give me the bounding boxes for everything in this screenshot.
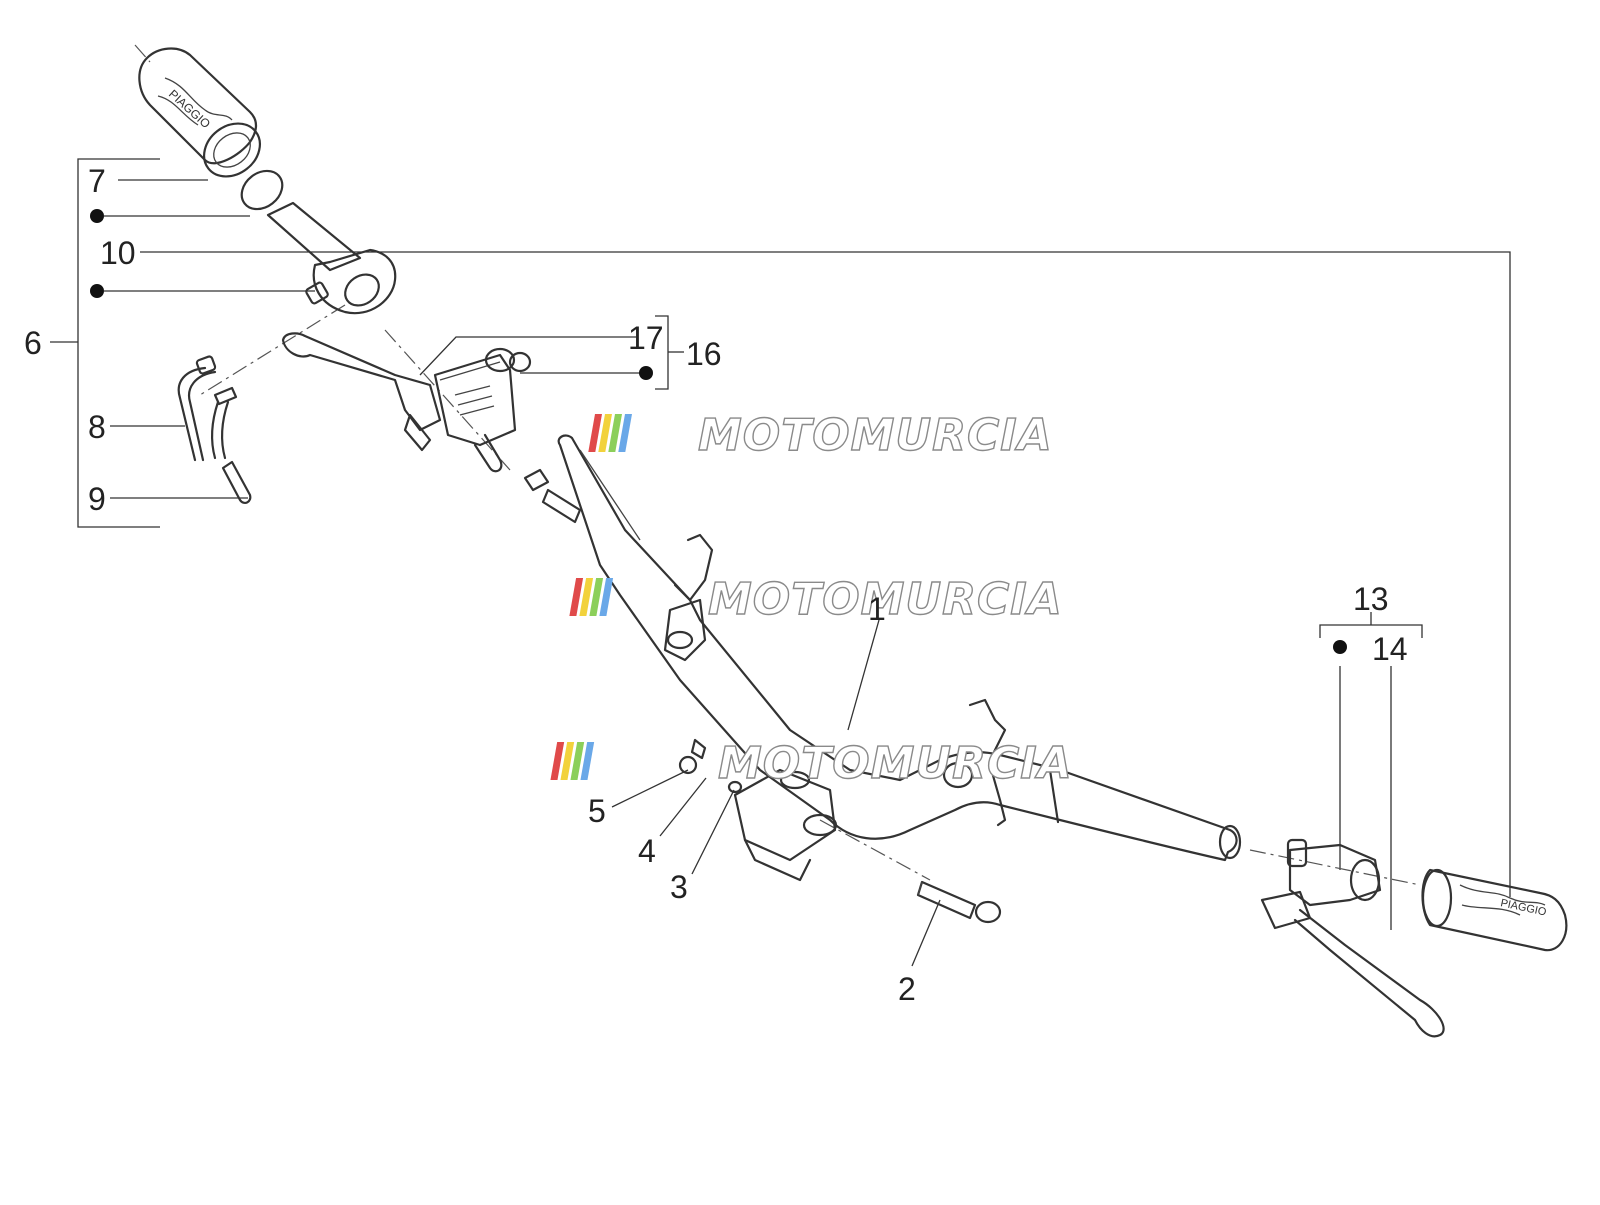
- grip-brand-right: PIAGGIO: [1499, 897, 1547, 918]
- watermark-text-2: MOTOMURCIA: [708, 574, 1063, 625]
- watermark-text-1: MOTOMURCIA: [698, 410, 1053, 461]
- grip-brand-left: PIAGGIO: [166, 87, 213, 131]
- callout-1: 1: [868, 591, 886, 627]
- callout-2: 2: [898, 971, 916, 1007]
- handlebar: [557, 434, 1242, 882]
- left-grip: PIAGGIO: [138, 47, 261, 178]
- callout-9: 9: [88, 481, 106, 517]
- callout-13: 13: [1353, 581, 1389, 617]
- callout-16: 16: [686, 336, 722, 372]
- right-grip: PIAGGIO: [1421, 868, 1568, 952]
- throttle-cable: [177, 355, 252, 504]
- callout-17: 17: [628, 320, 664, 356]
- watermark-1: MOTOMURCIA: [588, 409, 1053, 462]
- leader-lines: [104, 179, 1511, 967]
- callout-8: 8: [88, 409, 106, 445]
- group-13-bracket: [1319, 612, 1423, 638]
- group-16-bracket: [655, 315, 684, 390]
- callout-7: 7: [88, 163, 106, 199]
- callout-labels: 1 2 3 4 5 6 7 8 9 10 13 14 16 17: [24, 163, 1408, 1007]
- small-parts: [678, 738, 743, 794]
- throttle-tube: [266, 201, 397, 315]
- banjo-fitting: [523, 468, 582, 524]
- bullet-dots: [90, 209, 1347, 654]
- watermark-text-3: MOTOMURCIA: [718, 738, 1073, 789]
- callout-4: 4: [638, 833, 656, 869]
- brake-master-cylinder: [281, 332, 532, 473]
- callout-10: 10: [100, 235, 136, 271]
- watermark-2: MOTOMURCIA: [569, 573, 1063, 626]
- callout-3: 3: [670, 869, 688, 905]
- watermark-3: MOTOMURCIA: [550, 737, 1073, 790]
- right-lever-bracket: [1260, 838, 1445, 1038]
- grip-washer: [240, 169, 284, 211]
- bolt: [916, 880, 1002, 924]
- callout-6: 6: [24, 325, 42, 361]
- callout-14: 14: [1372, 631, 1408, 667]
- group-6-bracket: [50, 158, 160, 528]
- callout-5: 5: [588, 793, 606, 829]
- assembly-axes: [134, 44, 1421, 886]
